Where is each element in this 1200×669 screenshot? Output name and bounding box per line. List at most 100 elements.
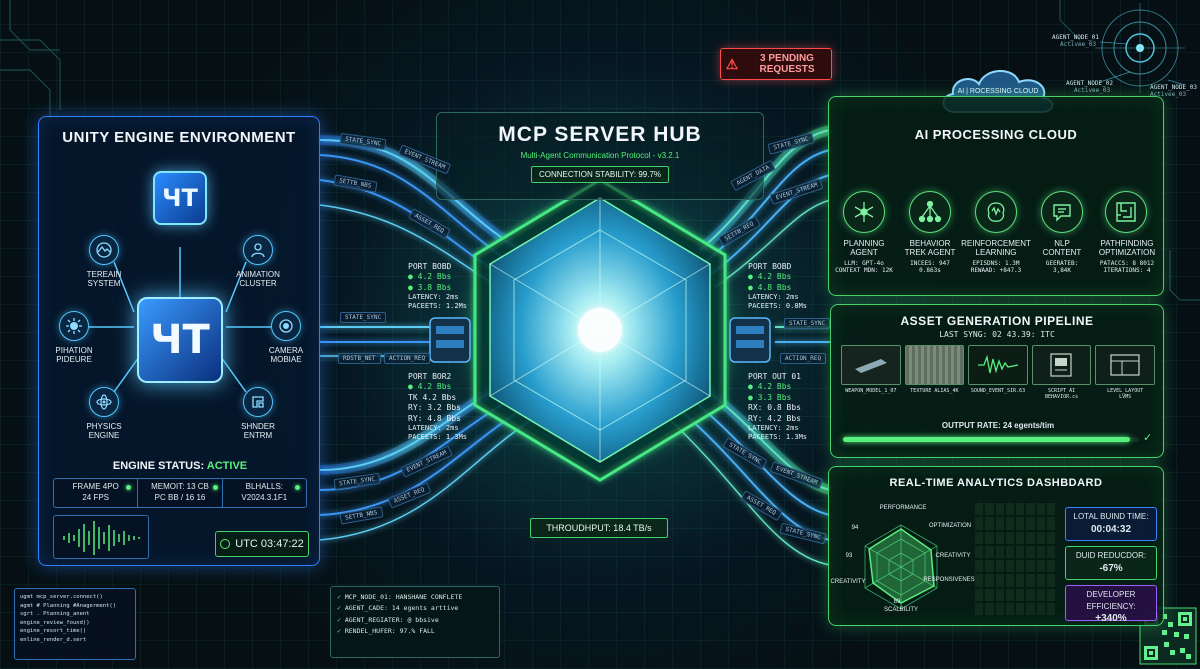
node-label-shader: SHNDER ENTRM xyxy=(241,422,275,441)
sound-wave-icon xyxy=(977,354,1019,374)
agent-name-nlp: NLP CONTENT xyxy=(1042,239,1082,258)
engine-status: ENGINE STATUS: ACTIVE xyxy=(112,460,248,472)
heatmap-cell xyxy=(995,602,1004,615)
flow-tag: STATE_SYNC xyxy=(340,312,387,323)
metric-reduction: DUID REDUCDOR: -67% xyxy=(1065,546,1157,580)
heatmap-cell xyxy=(1005,588,1014,601)
heatmap-cell xyxy=(1046,602,1055,615)
heatmap-cell xyxy=(1016,602,1025,615)
asset-item-level[interactable]: LEVEL_LAYOUT LVMS xyxy=(1095,345,1155,400)
heatmap-cell xyxy=(985,560,994,573)
hub-connectors xyxy=(429,317,771,363)
heatmap-cell xyxy=(1036,560,1045,573)
heatmap-cell xyxy=(995,503,1004,516)
heatmap-cell xyxy=(975,588,984,601)
status-dot xyxy=(294,485,300,490)
hub-crystal xyxy=(470,178,730,482)
flow-tag: ACTION_REQ xyxy=(780,353,827,364)
heatmap-cell xyxy=(995,574,1004,587)
console-panel[interactable]: ugmt mcp_server.connect() agmt # Plannin… xyxy=(14,588,136,660)
heatmap-cell xyxy=(975,545,984,558)
unity-panel-title: UNITY ENGINE ENVIRONMENT xyxy=(62,129,296,146)
heatmap-cell xyxy=(1016,574,1025,587)
port-left-bottom: PORT BOR2 ● 4.2 Bbs TK 4.2 Bbs RY: 3.2 B… xyxy=(408,372,468,442)
heatmap-cell xyxy=(1036,545,1045,558)
port-right-top: PORT BOBD ● 4.2 Bbs ● 4.8 Bbs LATENCY: 2… xyxy=(748,262,808,311)
radar-tick-94: 94 xyxy=(851,525,859,531)
heatmap-cell xyxy=(985,517,994,530)
terrain-icon[interactable] xyxy=(89,235,119,265)
metric-build-time: LOTAL BUIND TIME: 00:04:32 xyxy=(1065,507,1157,541)
heatmap-cell xyxy=(1036,503,1045,516)
radar-axis-performance: PERFORMANCE xyxy=(879,505,927,511)
heatmap-cell xyxy=(1046,560,1055,573)
asset-item-sound[interactable]: SOUND_EVENT_SIR.63 xyxy=(968,345,1028,400)
tree-icon[interactable] xyxy=(909,191,951,233)
agent-detail-reinforcement: EPISDNS: 1.3M REWAAD: +847.3 xyxy=(970,260,1022,274)
heatmap-cell xyxy=(1046,531,1055,544)
heatmap-cell xyxy=(975,517,984,530)
chat-icon[interactable] xyxy=(1041,191,1083,233)
unity-logo-large: ЧТ xyxy=(137,297,223,383)
agent-name-behavior: BEHAVIOR TREK AGENT xyxy=(904,239,956,258)
virus-icon[interactable] xyxy=(59,311,89,341)
hub-subtitle: Multi-Agent Communication Protocol - v3.… xyxy=(520,151,680,160)
agent-detail-nlp: GEERATEB: 3,84K xyxy=(1045,260,1079,274)
node-label-animation: ANIMATION CLUSTER xyxy=(236,270,280,289)
heatmap-cell xyxy=(1036,602,1045,615)
heatmap-cell xyxy=(1036,531,1045,544)
shader-icon[interactable] xyxy=(243,387,273,417)
radar-axis-scalability: SCALBILITY xyxy=(883,607,918,613)
utc-clock: UTC 03:47:22 xyxy=(215,531,309,557)
pipeline-items: WEAPON_MODEL_1_07 TEXTURE ALIAS_4K SOUND… xyxy=(841,345,1155,400)
heatmap-cell xyxy=(995,545,1004,558)
agent-detail-planning: LLM: GPT-4o CONTEXT MDN: 12K xyxy=(835,260,893,274)
heatmap-cell xyxy=(975,560,984,573)
radar-tick-89: 89 xyxy=(893,599,901,605)
brain-icon[interactable] xyxy=(975,191,1017,233)
flow-tag: ACTION_REQ xyxy=(384,353,431,364)
network-icon[interactable] xyxy=(843,191,885,233)
pipeline-sync: LAST SYNG: 02 43.39: ITC xyxy=(939,330,1055,339)
heatmap-cell xyxy=(1016,503,1025,516)
maze-icon[interactable] xyxy=(1105,191,1147,233)
heatmap-cell xyxy=(1016,560,1025,573)
asset-item-texture[interactable]: TEXTURE ALIAS_4K xyxy=(904,345,965,400)
asset-item-script[interactable]: SCRIPT AI BEHAVIOR.cs xyxy=(1031,345,1092,400)
heatmap-cell xyxy=(1026,602,1035,615)
unity-logo-small: ЧТ xyxy=(153,171,207,225)
alert-line-1: 3 PENDING xyxy=(760,52,814,64)
asset-item-weapon[interactable]: WEAPON_MODEL_1_07 xyxy=(841,345,901,400)
pending-requests-alert[interactable]: ⚠ 3 PENDING REQUESTS xyxy=(720,48,832,80)
heatmap-cell xyxy=(1036,588,1045,601)
status-dot xyxy=(212,485,218,490)
heatmap-cell xyxy=(1005,560,1014,573)
node-label-physics: PHYSICS ENGINE xyxy=(86,422,122,441)
heatmap-cell xyxy=(975,574,984,587)
throughput: THROUDHPUT: 18.4 TB/s xyxy=(530,518,668,538)
pipeline-progress-fill xyxy=(843,437,1131,442)
event-log[interactable]: ✓ MCP_NODE_01: HANSHANE CONFLETE ✓ AGENT… xyxy=(330,586,500,658)
clock-icon xyxy=(220,539,231,549)
agent-name-pathfinding: PATHFINDING OPTIMIZATION xyxy=(1098,239,1156,258)
radar-axis-creativity-2: CREATIVITY xyxy=(830,579,866,585)
pipeline-status-icon: ✓ xyxy=(1143,432,1153,444)
radar-axis-responsiveness: RESPONSIVENESS xyxy=(923,577,979,583)
unity-connector-lines xyxy=(89,247,271,393)
physics-icon[interactable] xyxy=(89,387,119,417)
port-left-top: PORT BOBD ● 4.2 Bbs ● 3.8 Bbs LATENCY: 2… xyxy=(408,262,468,311)
node-label-camera: CAMERA MOBIAE xyxy=(268,346,304,365)
node-label-terrain: TEREAIN SYSTEM xyxy=(86,270,122,289)
camera-icon[interactable] xyxy=(271,311,301,341)
heatmap-cell xyxy=(975,503,984,516)
heatmap-cell xyxy=(1046,574,1055,587)
person-icon[interactable] xyxy=(243,235,273,265)
heatmap-cell xyxy=(1026,503,1035,516)
agent-radar xyxy=(1095,3,1185,93)
document-icon xyxy=(1049,353,1072,377)
asset-pipeline-panel: ASSET GENERATION PIPELINE LAST SYNG: 02 … xyxy=(830,304,1164,458)
hub-title: MCP SERVER HUB xyxy=(498,123,702,146)
